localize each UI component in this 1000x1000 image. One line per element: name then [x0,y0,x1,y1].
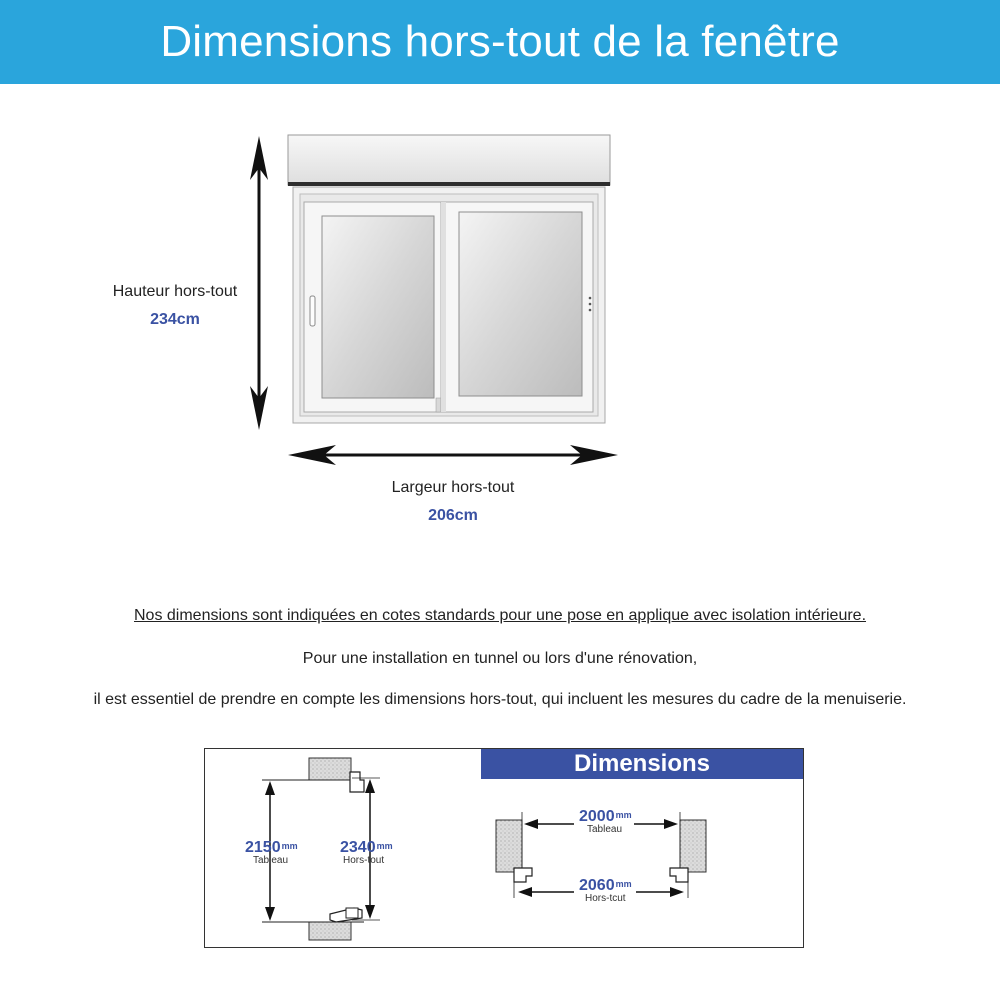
note-line-3: il est essentiel de prendre en compte le… [93,691,907,708]
left-sash [303,201,445,413]
vertical-hors-tout-caption: Hors-tout [343,855,385,866]
vertical-hors-tout-value: 2340mm [340,839,393,856]
page-title: Dimensions hors-tout de la fenêtre [0,0,1000,84]
shutter-box [287,134,611,186]
horizontal-hors-tout-value: 2060mm [579,877,632,894]
height-arrow [250,136,268,430]
horizontal-tableau-value: 2000mm [579,808,632,825]
dimensions-detail-drawing [262,757,707,941]
window-handle-icon [309,295,316,327]
note-line-2: Pour une installation en tunnel ou lors … [302,650,698,667]
note-standard-dimensions: Nos dimensions sont indiquées en cotes s… [0,607,1000,625]
window-illustration [250,134,618,465]
vertical-section [262,757,380,941]
vertical-tableau-value: 2150mm [245,839,298,856]
width-label: Largeur hors-tout [391,479,515,496]
horizontal-section [495,812,707,898]
width-value: 206cm [428,507,478,524]
width-arrow [288,445,618,465]
dimensions-banner: Dimensions [481,749,803,779]
horizontal-tableau-caption: Tableau [587,824,623,835]
horizontal-hors-tout-caption: Hors-tcut [585,893,626,904]
height-label: Hauteur hors-tout [112,283,238,300]
right-sash [440,201,594,413]
vertical-tableau-caption: Tableau [253,855,289,866]
height-value: 234cm [150,311,200,328]
note-line-1: Nos dimensions sont indiquées en cotes s… [133,607,867,624]
